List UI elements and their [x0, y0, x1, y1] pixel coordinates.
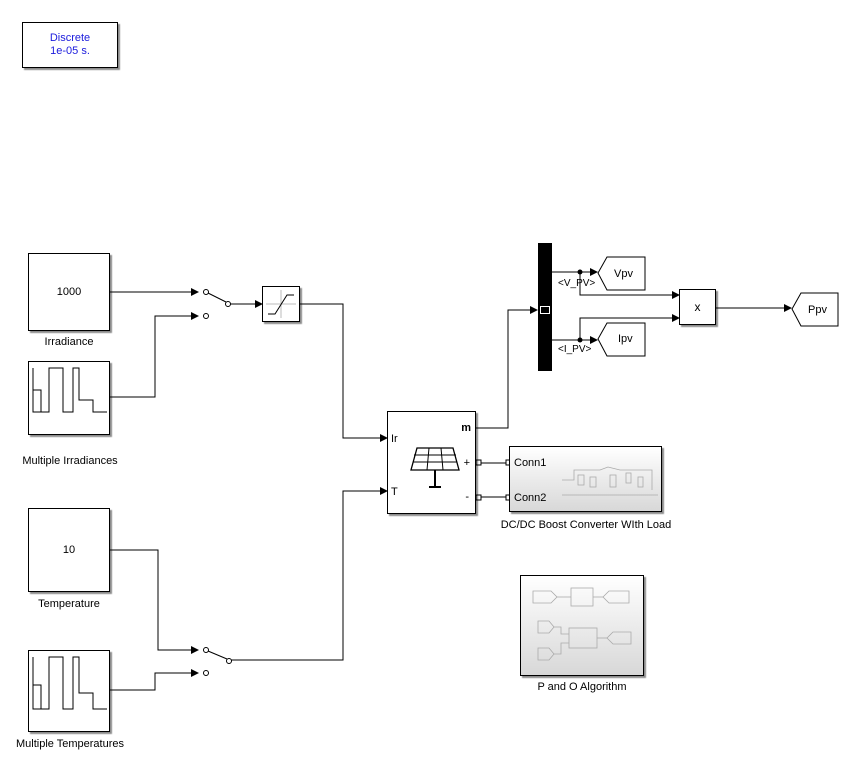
- p-and-o-algorithm-label: P and O Algorithm: [537, 681, 627, 693]
- signal-builder-icon: [32, 656, 107, 710]
- goto-ppv-tag: Ppv: [808, 304, 827, 316]
- saturation-block[interactable]: [262, 286, 300, 322]
- subsystem-contents-icon: [532, 587, 632, 661]
- wire-ipv-branch: [579, 314, 680, 340]
- branch-point-i: [577, 337, 583, 343]
- port-plus-label: +: [463, 457, 470, 469]
- irradiance-label: Irradiance: [44, 336, 94, 348]
- goto-ipv-block[interactable]: [597, 322, 647, 358]
- signal-builder-icon: [32, 367, 107, 413]
- manual-switch-temperature: [203, 647, 232, 676]
- wire-vpv-branch: [579, 272, 680, 299]
- multiple-temperatures-label: Multiple Temperatures: [15, 738, 124, 750]
- wire-multi-temp: [110, 669, 199, 691]
- multiple-irradiances-block[interactable]: [28, 361, 110, 435]
- solar-panel-icon: [410, 447, 460, 488]
- converter-schematic-icon: [562, 466, 658, 496]
- boost-converter-block[interactable]: Conn1 Conn2: [509, 446, 662, 512]
- goto-vpv-tag: Vpv: [614, 268, 633, 280]
- wire-multi-irradiance: [110, 312, 199, 398]
- product-symbol: x: [694, 300, 701, 314]
- p-and-o-algorithm-block[interactable]: [520, 575, 644, 676]
- product-block[interactable]: x: [679, 289, 716, 325]
- port-ir-label: Ir: [391, 433, 398, 445]
- signal-v-pv: <V_PV>: [558, 278, 596, 289]
- wire-saturation-ir: [300, 303, 388, 442]
- bus-selector-block[interactable]: [538, 243, 552, 371]
- powergui-mode: Discrete: [49, 32, 91, 44]
- wire-switch2-t: [231, 487, 388, 661]
- port-minus-label: -: [465, 491, 469, 503]
- branch-point-v: [577, 269, 583, 275]
- goto-vpv-block[interactable]: [597, 256, 647, 292]
- saturation-icon: [266, 290, 296, 318]
- wire-m-bus: [476, 306, 538, 429]
- connector-plus: [475, 459, 482, 466]
- temperature-label: Temperature: [38, 598, 100, 610]
- signal-i-pv: <I_PV>: [558, 344, 592, 355]
- connector-minus: [475, 494, 482, 501]
- boost-converter-label: DC/DC Boost Converter WIth Load: [500, 519, 672, 531]
- manual-switch-irradiance: [203, 289, 231, 319]
- multiple-irradiances-label: Multiple Irradiances: [22, 455, 118, 467]
- port-m-label: m: [461, 422, 471, 434]
- port-t-label: T: [391, 486, 398, 498]
- powergui-sample-time: 1e-05 s.: [50, 45, 90, 57]
- irradiance-value: 1000: [56, 286, 82, 298]
- goto-ppv-block[interactable]: [791, 292, 841, 328]
- conn1-label: Conn1: [514, 457, 547, 469]
- pv-array-block[interactable]: Ir T m + -: [387, 411, 476, 514]
- irradiance-constant-block[interactable]: 1000: [28, 253, 110, 331]
- powergui-block[interactable]: Discrete 1e-05 s.: [22, 22, 118, 68]
- temperature-value: 10: [62, 544, 76, 556]
- temperature-constant-block[interactable]: 10: [28, 508, 110, 592]
- goto-ipv-tag: Ipv: [618, 333, 633, 345]
- multiple-temperatures-block[interactable]: [28, 650, 110, 732]
- conn2-label: Conn2: [514, 492, 547, 504]
- wire-temperature: [110, 549, 199, 654]
- bus-selector-input-marker: [540, 306, 550, 314]
